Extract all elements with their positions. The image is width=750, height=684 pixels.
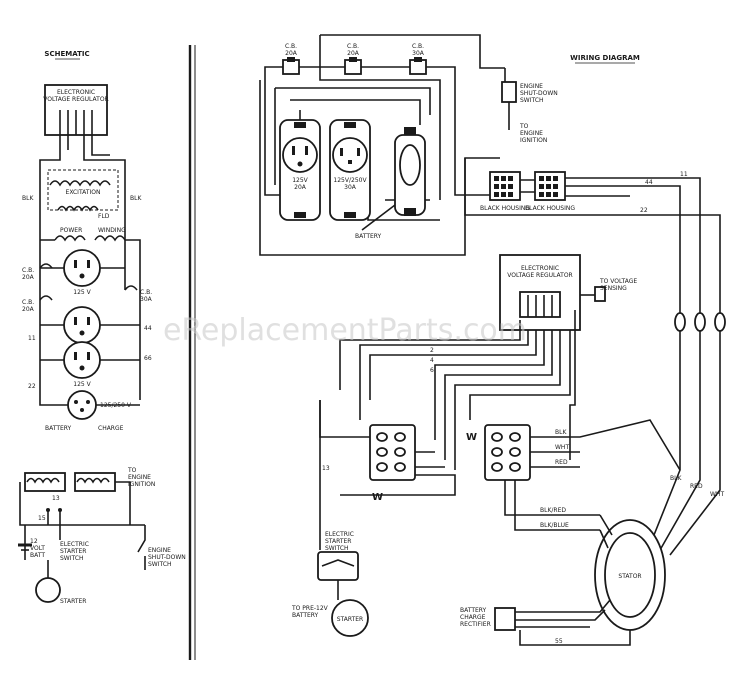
housing-label-1: BLACK HOUSING	[480, 205, 530, 212]
circuit-breaker-1: C.B.20A	[282, 43, 300, 75]
terminal-block-left: W	[369, 424, 416, 503]
receptacle-battery: BATTERY	[355, 127, 426, 240]
terminal-w-label-right: W	[466, 432, 477, 443]
wire-num-right-13: 13	[322, 465, 330, 472]
recept1-label: 125 V	[73, 289, 91, 296]
terminal-block-right: W	[466, 424, 531, 481]
wire-label-blk-2: BLK	[130, 195, 142, 202]
wiring-title: WIRING DIAGRAM	[570, 54, 640, 62]
battery-label: BATTERY	[45, 425, 72, 432]
cb-label-2: C.B.20A	[347, 43, 360, 57]
stator-label: STATOR	[618, 573, 641, 580]
wire-label-blk: BLK	[22, 195, 34, 202]
cb1-label: C.B.20A	[22, 267, 35, 281]
schematic-breaker-3: C.B.30A	[124, 285, 153, 303]
starter-label-right: STARTER	[337, 616, 363, 623]
stator-lead-label-3: WHT	[710, 491, 724, 498]
wire-color-wht: WHT	[555, 444, 569, 451]
cb-label-3: C.B.30A	[412, 43, 425, 57]
wire-num-66: 66	[144, 355, 152, 362]
wire-num-13: 13	[52, 495, 60, 502]
stator-lead-label-1: BLK	[670, 475, 682, 482]
wire-num-11: 11	[28, 335, 36, 342]
circuit-breaker-3: C.B.30A	[409, 43, 427, 75]
winding-label: WINDING	[98, 227, 126, 234]
excitation-label: EXCITATION	[66, 189, 101, 196]
wire-num-right-2: 2	[430, 347, 434, 354]
starter-coil-left	[24, 472, 66, 492]
fld-label: FLD	[98, 213, 110, 220]
connector-housing-1: BLACK HOUSING	[480, 171, 530, 212]
wire-num-right-55: 55	[555, 638, 563, 645]
housing-label-2: BLACK HOUSING	[525, 205, 575, 212]
wire-num-right-44: 44	[645, 179, 653, 186]
schematic-breaker-1: C.B.20A	[22, 263, 53, 281]
cb2-label: C.B.20A	[22, 299, 35, 313]
schematic-power-winding: POWER WINDING	[54, 227, 126, 242]
terminal-w-label-left: W	[372, 492, 383, 503]
wire-color-blk-red: BLK/RED	[540, 507, 566, 514]
wire-color-red: RED	[555, 459, 568, 466]
schematic-regulator-terminals	[59, 110, 93, 135]
charge-label: CHARGE	[98, 425, 124, 432]
stator: STATOR	[594, 519, 666, 631]
wire-num-44: 44	[144, 325, 152, 332]
wire-color-blk-blue: BLK/BLUE	[540, 522, 569, 529]
starter-label-left: STARTER	[60, 598, 86, 605]
wire-num-right-11: 11	[680, 171, 688, 178]
watermark: eReplacementParts.com	[163, 313, 527, 348]
wire-num-right-4: 4	[430, 357, 434, 364]
receptacle-label-3: BATTERY	[355, 233, 382, 240]
power-label: POWER	[60, 227, 82, 234]
wire-num-right-22: 22	[640, 207, 648, 214]
schematic-receptacle-2: 125 V	[63, 306, 101, 388]
schematic-breaker-2: C.B.20A	[22, 295, 53, 313]
cb3-label: C.B.30A	[140, 289, 153, 303]
starter-motor-left	[35, 577, 61, 603]
wire-color-blk: BLK	[555, 429, 567, 436]
wire-num-right-6: 6	[430, 367, 434, 374]
wire-num-15: 15	[38, 515, 46, 522]
stator-lead-coils	[674, 312, 726, 332]
circuit-breaker-2: C.B.20A	[344, 43, 362, 75]
cb-label-1: C.B.20A	[285, 43, 298, 57]
wiring-panel: WIRING DIAGRAM C.B.20A C.B.20A C.B.30A	[259, 34, 726, 646]
schematic-excitation-winding: EXCITATION FLD	[47, 169, 119, 220]
wire-num-22: 22	[28, 383, 36, 390]
recept2-label: 125 V	[73, 381, 91, 388]
starter-motor: STARTER	[331, 599, 369, 637]
schematic-receptacle-1: 125 V	[63, 249, 101, 296]
schematic-title: SCHEMATIC	[44, 50, 89, 58]
stator-lead-label-2: RED	[690, 483, 703, 490]
